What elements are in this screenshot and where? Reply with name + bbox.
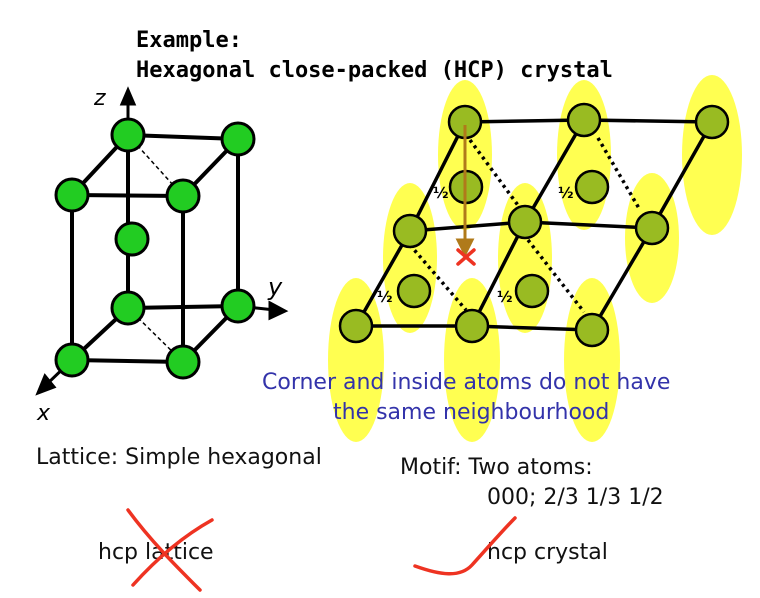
title-line-1: Example:: [136, 28, 242, 53]
atom-corner: [566, 102, 602, 138]
y-axis-label: y: [267, 273, 283, 301]
atom-corner: [634, 210, 670, 246]
atom-top-front-left: [54, 177, 90, 213]
title-line-2: Hexagonal close-packed (HCP) crystal: [136, 58, 613, 83]
atom-bottom-front-right: [165, 344, 201, 380]
atom-corner: [338, 308, 374, 344]
cross-out-mark: [131, 518, 214, 587]
atom-corner: [454, 308, 490, 344]
atom-top-front-right: [165, 178, 201, 214]
z-axis-label: z: [93, 86, 106, 111]
atom-inside: [574, 169, 610, 205]
fraction-half-label: ½: [433, 184, 449, 202]
check-mark-icon: [413, 516, 517, 576]
atom-corner: [392, 213, 428, 249]
cross-marker: [456, 248, 476, 266]
atom-top-back-left: [110, 117, 146, 153]
arrow-head-icon: [455, 238, 475, 258]
atom-inside: [114, 221, 150, 257]
atom-inside: [514, 273, 550, 309]
lattice-description: Lattice: Simple hexagonal: [36, 445, 322, 470]
motif-line-1: Motif: Two atoms:: [400, 455, 593, 480]
x-axis-label: x: [36, 401, 51, 426]
atom-bottom-back-right: [220, 288, 256, 324]
atom-bottom-back-left: [110, 290, 146, 326]
atom-corner: [694, 104, 730, 140]
fraction-half-label: ½: [497, 288, 513, 306]
motif-highlight: [564, 278, 620, 442]
fraction-half-label: ½: [558, 184, 574, 202]
neighbourhood-note-line-2: the same neighbourhood: [333, 400, 610, 425]
cross-out-mark: [126, 508, 202, 592]
neighbourhood-note-line-1: Corner and inside atoms do not have: [262, 370, 671, 395]
atom-inside: [396, 273, 432, 309]
atom-top-back-right: [220, 121, 256, 157]
atom-corner: [507, 204, 543, 240]
atom-bottom-front-left: [54, 342, 90, 378]
checked-label: hcp crystal: [487, 540, 608, 565]
fraction-half-label: ½: [377, 288, 393, 306]
atom-corner: [574, 312, 610, 348]
motif-line-2: 000; 2/3 1/3 1/2: [487, 485, 664, 510]
